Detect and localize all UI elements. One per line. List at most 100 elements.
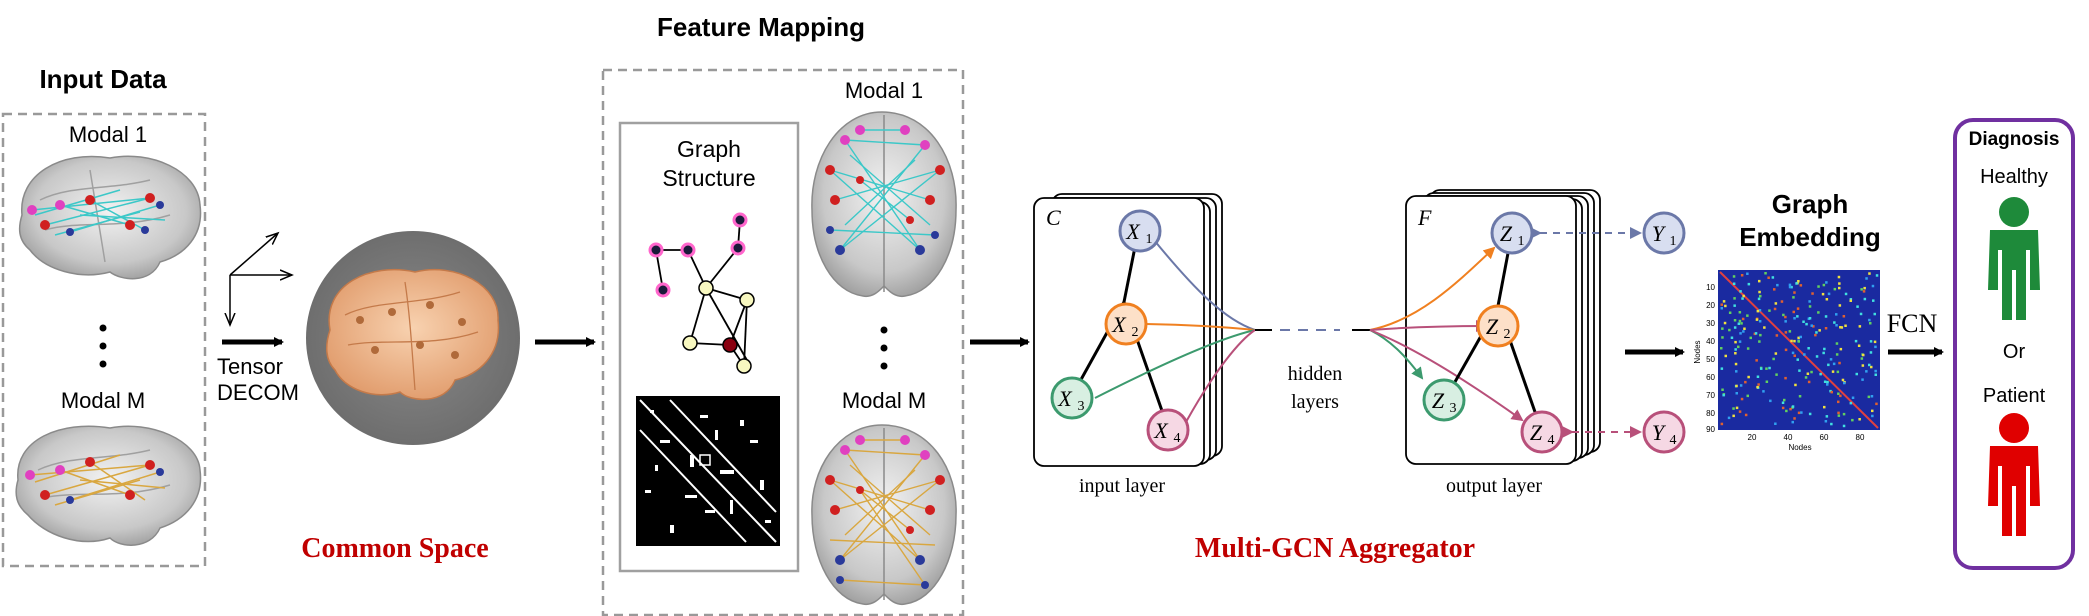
heatmap-cell bbox=[1733, 319, 1737, 322]
x4-node: X 4 bbox=[1146, 408, 1190, 452]
heatmap-cell bbox=[1738, 319, 1742, 323]
heatmap-cell bbox=[1798, 395, 1802, 398]
heatmap-cell bbox=[1783, 398, 1786, 402]
heatmap-cell bbox=[1830, 390, 1833, 394]
heatmap-cell bbox=[1825, 415, 1829, 418]
heatmap-cell bbox=[1757, 297, 1761, 301]
heatmap-cell bbox=[1868, 272, 1871, 275]
svg-text:1: 1 bbox=[1670, 234, 1677, 249]
svg-text:Z: Z bbox=[1530, 420, 1543, 445]
input-brain-modal-m bbox=[15, 425, 202, 546]
heatmap-cell bbox=[1837, 275, 1841, 279]
heatmap-cell bbox=[1744, 380, 1747, 384]
heatmap-cell bbox=[1875, 402, 1878, 406]
heatmap-cell bbox=[1747, 375, 1750, 379]
multi-gcn-label: Multi-GCN Aggregator bbox=[1195, 533, 1475, 564]
heatmap-cell bbox=[1869, 351, 1873, 354]
heatmap-cell bbox=[1799, 284, 1803, 287]
heatmap-cell bbox=[1781, 406, 1785, 410]
heatmap-cell bbox=[1817, 285, 1820, 288]
input-brain-modal-1 bbox=[18, 155, 202, 280]
feature-vertical-ellipsis bbox=[880, 326, 888, 370]
heatmap-cell bbox=[1854, 339, 1858, 343]
embedding-title-line2: Embedding bbox=[1739, 222, 1881, 252]
heatmap-cell bbox=[1874, 373, 1877, 376]
heatmap-cell bbox=[1763, 326, 1766, 329]
heatmap-cell bbox=[1870, 365, 1873, 369]
heatmap-cell bbox=[1790, 285, 1793, 289]
heatmap-cell bbox=[1802, 320, 1805, 323]
heatmap-cell bbox=[1733, 297, 1736, 300]
heatmap-cell bbox=[1796, 315, 1799, 318]
svg-text:40: 40 bbox=[1706, 337, 1715, 346]
hidden-label-line1: hidden bbox=[1288, 363, 1342, 385]
heatmap-cell bbox=[1869, 340, 1873, 343]
heatmap-cell bbox=[1782, 313, 1785, 317]
heatmap-cell bbox=[1728, 311, 1732, 314]
heatmap-cell bbox=[1840, 326, 1844, 329]
heatmap-cell bbox=[1862, 353, 1865, 357]
heatmap-cell bbox=[1749, 336, 1752, 340]
heatmap-cell bbox=[1824, 315, 1828, 318]
heatmap-cell bbox=[1837, 411, 1840, 415]
diagnosis-box bbox=[1953, 118, 2075, 570]
axes-icon bbox=[230, 233, 292, 325]
hidden-to-output-edges bbox=[1352, 246, 1524, 422]
heatmap-cell bbox=[1732, 275, 1736, 278]
heatmap-cell bbox=[1842, 412, 1846, 416]
svg-text:3: 3 bbox=[1078, 399, 1085, 414]
heatmap-cell bbox=[1861, 378, 1864, 381]
heatmap-cell bbox=[1756, 375, 1760, 378]
heatmap-cell bbox=[1784, 320, 1787, 323]
heatmap-cell bbox=[1837, 414, 1841, 417]
heatmap-cell bbox=[1830, 422, 1833, 426]
heatmap-cell bbox=[1815, 355, 1819, 358]
feature-modal-1-label: Modal 1 bbox=[845, 78, 923, 103]
svg-text:80: 80 bbox=[1856, 433, 1865, 442]
input-modal-m-label: Modal M bbox=[61, 388, 145, 413]
heatmap-cell bbox=[1833, 287, 1837, 291]
heatmap-cell bbox=[1827, 292, 1831, 296]
heatmap-cell bbox=[1873, 312, 1876, 316]
svg-text:20: 20 bbox=[1748, 433, 1757, 442]
heatmap-cell bbox=[1826, 383, 1829, 386]
heatmap-cell bbox=[1859, 312, 1863, 316]
svg-text:1: 1 bbox=[1518, 234, 1525, 249]
heatmap-cell bbox=[1741, 317, 1745, 321]
heatmap-cell bbox=[1727, 416, 1731, 420]
heatmap-cell bbox=[1842, 424, 1846, 428]
svg-text:60: 60 bbox=[1820, 433, 1829, 442]
output-layer-label: output layer bbox=[1446, 475, 1542, 497]
heatmap-cell bbox=[1823, 405, 1826, 409]
heatmap-cell bbox=[1755, 318, 1759, 321]
x1-node: X 1 bbox=[1118, 209, 1162, 253]
heatmap-cell bbox=[1839, 326, 1842, 329]
heatmap-cell bbox=[1730, 336, 1734, 339]
heatmap-cell bbox=[1824, 420, 1828, 423]
heatmap-cell bbox=[1773, 307, 1777, 311]
svg-text:20: 20 bbox=[1706, 301, 1715, 310]
heatmap-cell bbox=[1794, 383, 1797, 387]
heatmap-cell bbox=[1800, 411, 1803, 414]
heatmap-cell bbox=[1775, 334, 1779, 337]
heatmap-cell bbox=[1871, 409, 1874, 413]
input-data-dashed-box bbox=[1, 112, 207, 568]
heatmap-cell bbox=[1735, 384, 1738, 388]
heatmap-cell bbox=[1739, 384, 1743, 387]
heatmap-cell bbox=[1851, 396, 1855, 399]
common-space-brain bbox=[325, 268, 500, 401]
svg-text:80: 80 bbox=[1706, 409, 1715, 418]
heatmap-cell bbox=[1797, 411, 1801, 415]
heatmap-cell bbox=[1833, 321, 1836, 324]
graph-structure-line2: Structure bbox=[662, 165, 755, 191]
heatmap-cell bbox=[1874, 369, 1877, 373]
fcn-label: FCN bbox=[1887, 309, 1938, 338]
heatmap-cell bbox=[1734, 340, 1737, 344]
heatmap-cell bbox=[1737, 345, 1740, 349]
feature-modal-m-label: Modal M bbox=[842, 388, 926, 413]
svg-text:10: 10 bbox=[1706, 283, 1715, 292]
heatmap-cell bbox=[1831, 370, 1835, 373]
svg-text:90: 90 bbox=[1706, 425, 1715, 434]
heatmap-cell bbox=[1772, 357, 1775, 361]
